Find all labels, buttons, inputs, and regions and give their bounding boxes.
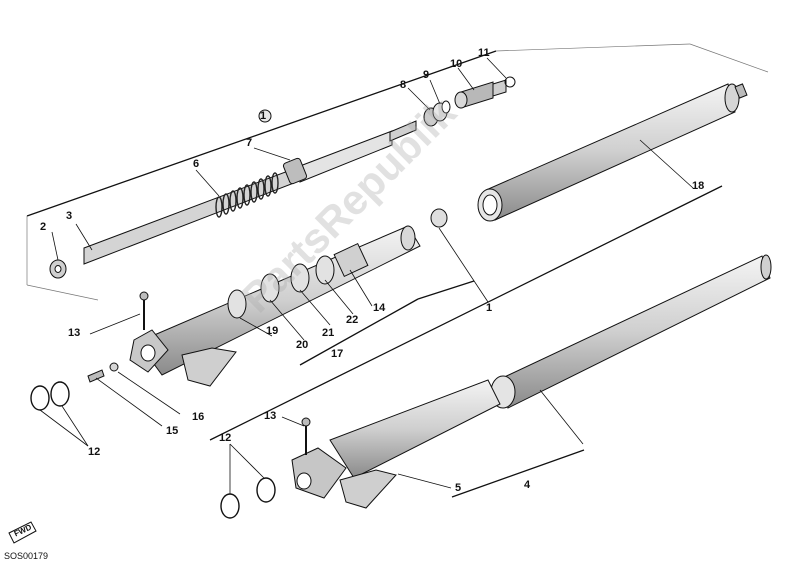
drawing-code: SOS00179 bbox=[4, 551, 49, 561]
callout-19[interactable]: 19 bbox=[266, 325, 279, 337]
callout-2[interactable]: 2 bbox=[40, 221, 47, 233]
callout-6[interactable]: 6 bbox=[193, 158, 200, 170]
callout-12-lower[interactable]: 12 bbox=[219, 432, 232, 444]
callout-16[interactable]: 16 bbox=[192, 411, 205, 423]
callout-7[interactable]: 7 bbox=[246, 137, 253, 149]
outer-tube-upper bbox=[430, 83, 748, 228]
perspective-frame-lines bbox=[26, 43, 769, 301]
callout-leaders bbox=[39, 57, 694, 494]
axle-clamps bbox=[30, 381, 276, 519]
callout-15[interactable]: 15 bbox=[166, 425, 179, 437]
fork-leg-lower bbox=[291, 254, 772, 509]
callout-3[interactable]: 3 bbox=[66, 210, 73, 222]
fork-cap-parts bbox=[423, 76, 516, 127]
callout-4[interactable]: 4 bbox=[524, 479, 531, 491]
callout-22[interactable]: 22 bbox=[346, 314, 359, 326]
callout-9[interactable]: 9 bbox=[423, 69, 430, 81]
callout-17[interactable]: 17 bbox=[331, 348, 344, 360]
callout-12-left[interactable]: 12 bbox=[88, 446, 101, 458]
callout-10[interactable]: 10 bbox=[450, 58, 463, 70]
callout-14[interactable]: 14 bbox=[373, 302, 386, 314]
slider-with-bushings bbox=[87, 225, 421, 387]
callout-11[interactable]: 11 bbox=[478, 47, 490, 59]
callout-1-top[interactable]: 1 bbox=[260, 110, 267, 122]
damper-cartridge-assembly bbox=[49, 109, 417, 279]
callout-18[interactable]: 18 bbox=[692, 180, 705, 192]
callout-13-upper[interactable]: 13 bbox=[68, 327, 81, 339]
assembly-bracket-lines bbox=[26, 50, 723, 498]
callout-1-mid[interactable]: 1 bbox=[486, 302, 493, 314]
callout-5[interactable]: 5 bbox=[455, 482, 462, 494]
callout-13-lower[interactable]: 13 bbox=[264, 410, 277, 422]
callout-21[interactable]: 21 bbox=[322, 327, 335, 339]
callout-20[interactable]: 20 bbox=[296, 339, 309, 351]
forward-direction-icon bbox=[8, 521, 37, 544]
callout-8[interactable]: 8 bbox=[400, 79, 407, 91]
